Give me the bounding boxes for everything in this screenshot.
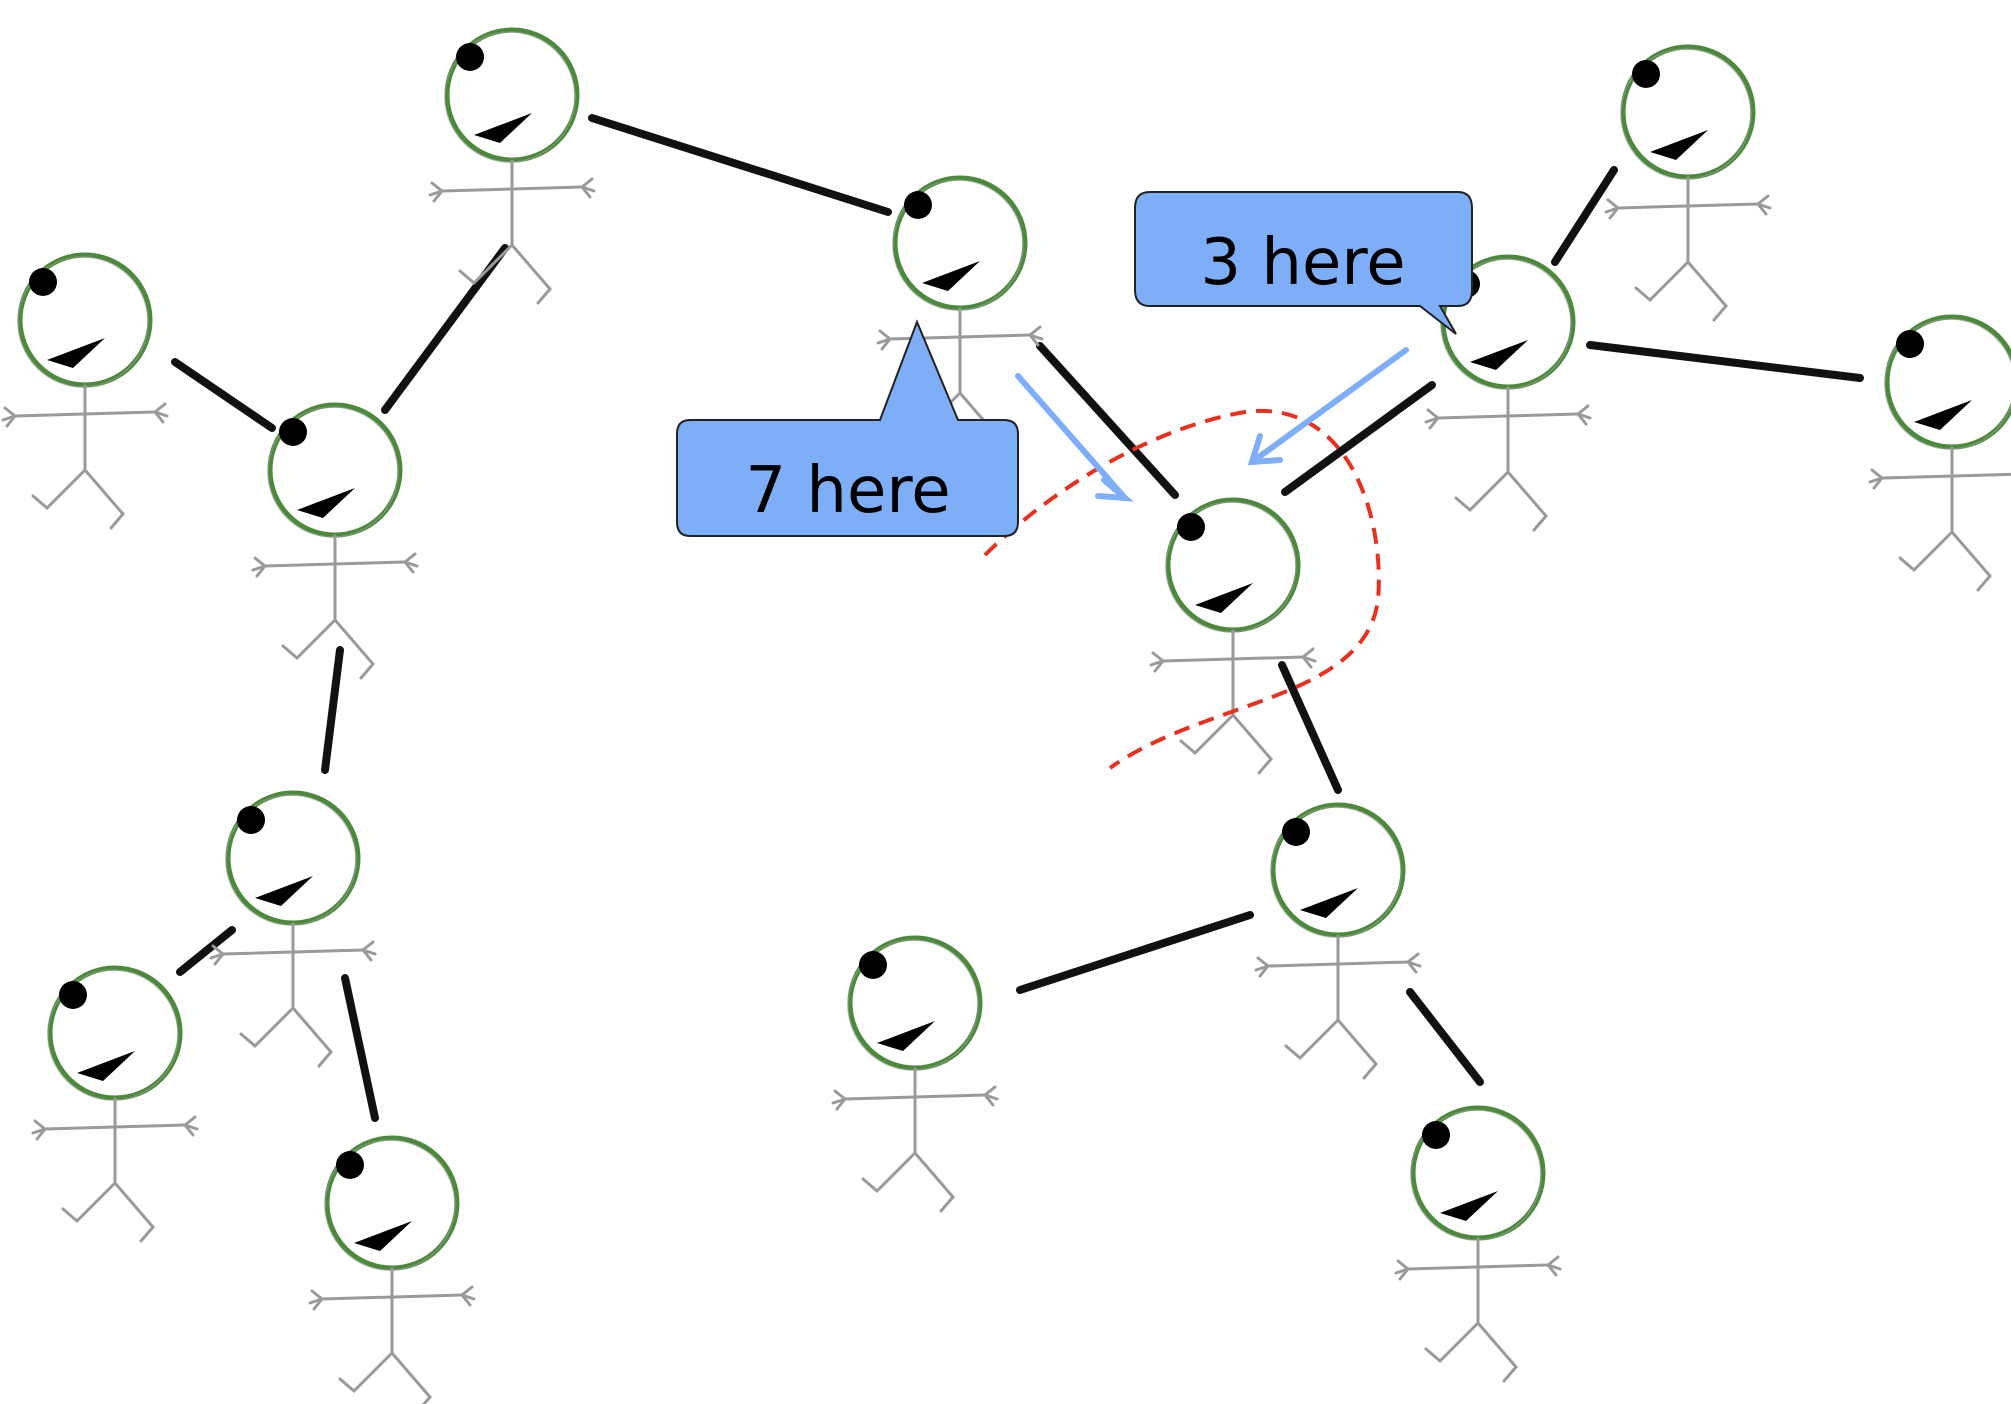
person-13 [833,938,997,1211]
link-9 [1278,661,1342,794]
link-10 [176,926,236,976]
links [171,114,1864,1122]
person-11 [33,968,197,1241]
people [3,30,2011,1404]
callout-3-here: 3 here [1134,191,1473,335]
influence-boundary [983,408,1381,770]
link-6 [1551,166,1618,266]
person-7 [1870,317,2011,590]
link-12 [1016,911,1254,994]
link-2 [381,244,509,414]
link-5 [1281,381,1436,496]
arrow-7-here-head [1095,477,1134,502]
callout-arrows [1015,347,1409,502]
person-10 [1256,805,1420,1078]
callout-7-here-label: 7 here [745,454,950,528]
person-1 [430,30,594,303]
arrow-3-here [1249,347,1409,465]
callout-7-here: 7 here [676,319,1019,537]
person-3 [1606,47,1770,320]
person-14 [1396,1108,1560,1381]
link-7 [1586,341,1864,382]
person-12 [310,1138,474,1404]
arrow-3-here-head [1247,433,1283,466]
link-4 [1036,342,1179,499]
link-8 [321,646,344,774]
link-1 [588,114,892,216]
person-5 [253,405,417,678]
person-4 [3,255,167,528]
link-3 [171,358,276,432]
arrow-7-here [1015,373,1128,501]
link-13 [1406,988,1484,1086]
callout-3-here-label: 3 here [1200,226,1405,300]
link-11 [341,974,379,1122]
